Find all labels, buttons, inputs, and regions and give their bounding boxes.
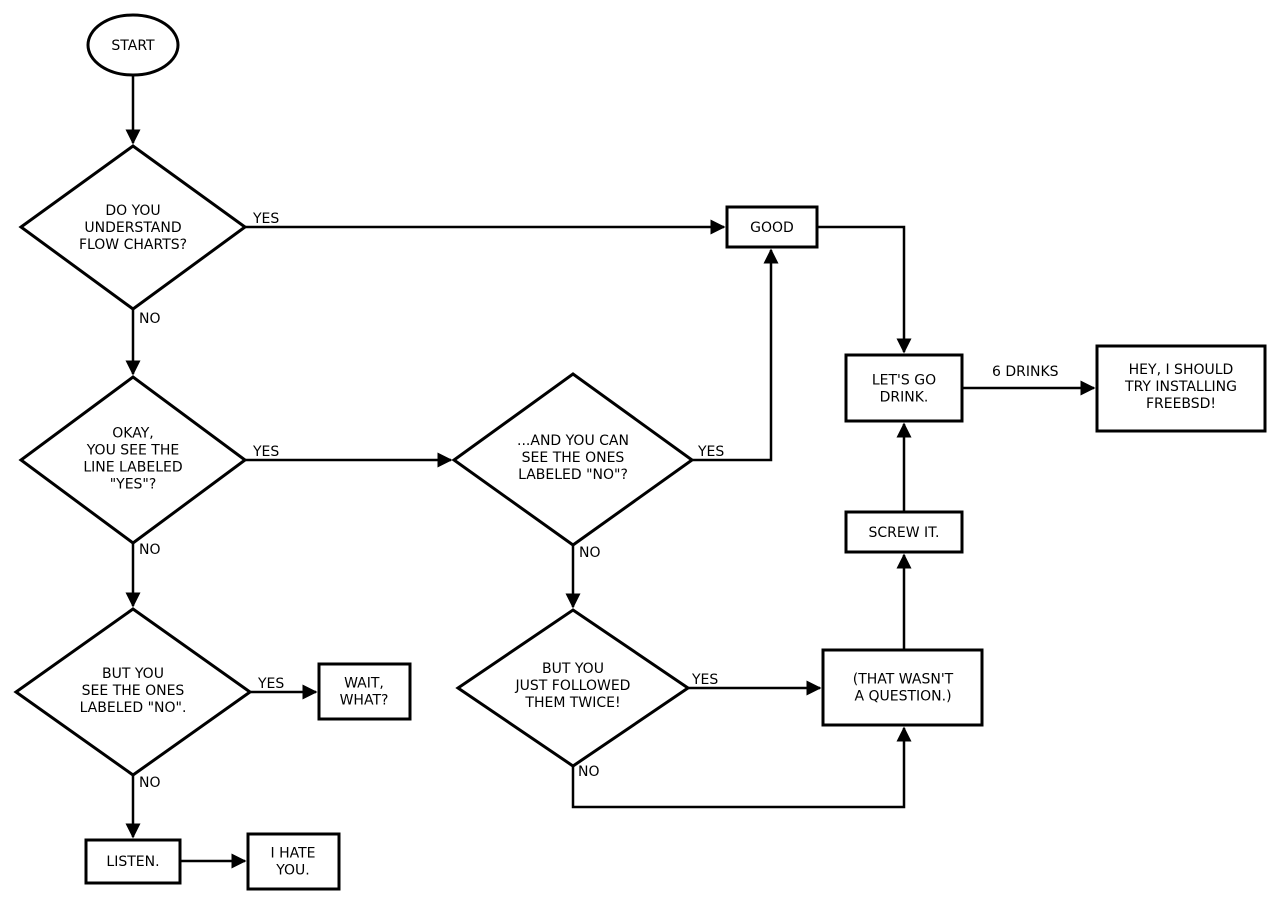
good-label: GOOD <box>750 220 794 236</box>
node-text-line: YOU SEE THE <box>86 443 179 459</box>
node-text-line: BUT YOU <box>542 661 604 677</box>
listen-label: LISTEN. <box>106 854 159 870</box>
node-text-line: TRY INSTALLING <box>1124 379 1237 395</box>
node-text-line: UNDERSTAND <box>84 220 181 236</box>
edge-label-yes: YES <box>252 444 279 460</box>
node-text-line: START <box>111 38 155 54</box>
node-text-line: JUST FOLLOWED <box>515 678 631 694</box>
node-text-line: ...AND YOU CAN <box>517 433 629 449</box>
drink-box <box>844 353 964 423</box>
node-text-line: FREEBSD! <box>1146 396 1216 412</box>
node-text-line: LINE LABELED <box>83 460 182 476</box>
node-text-line: DO YOU <box>105 203 160 219</box>
node-text-line: GOOD <box>750 220 794 236</box>
node-text-line: (THAT WASN'T <box>853 672 954 688</box>
node-text-line: SEE THE ONES <box>522 450 625 466</box>
edge-good-drink <box>817 225 912 354</box>
node-text-line: A QUESTION.) <box>854 689 951 705</box>
hate-box <box>246 832 341 891</box>
node-text-line: SEE THE ONES <box>82 683 185 699</box>
node-text-line: LET'S GO <box>872 373 936 389</box>
node-text-line: LABELED "NO". <box>80 700 187 716</box>
edge-label-yes: YES <box>257 676 284 692</box>
edge-label-yes: YES <box>697 444 724 460</box>
node-text-line: WHAT? <box>340 693 389 709</box>
edge-followed-notquestion-no <box>571 726 912 809</box>
screw-box <box>844 510 964 554</box>
node-text-line: LISTEN. <box>106 854 159 870</box>
wait-label: WAIT,WHAT? <box>340 676 389 709</box>
edge-label-drinks: 6 DRINKS <box>992 364 1059 380</box>
wait-box <box>317 662 412 721</box>
edge-label-yes: YES <box>252 211 279 227</box>
node-text-line: I HATE <box>271 846 316 862</box>
edge-label-no: NO <box>139 542 161 558</box>
node-text-line: WAIT, <box>344 676 384 692</box>
edge-label-no: NO <box>579 545 601 561</box>
edge-label-no: NO <box>139 775 161 791</box>
freebsd-box <box>1095 344 1267 433</box>
edge-label-no: NO <box>578 764 600 780</box>
node-text-line: SCREW IT. <box>869 525 940 541</box>
edge-label-no: NO <box>139 311 161 327</box>
node-text-line: DRINK. <box>880 390 929 406</box>
node-text-line: FLOW CHARTS? <box>79 237 187 253</box>
not-question-box <box>821 648 984 727</box>
edge-label-yes: YES <box>691 672 718 688</box>
node-text-line: BUT YOU <box>102 666 164 682</box>
node-text-line: OKAY, <box>112 426 153 442</box>
node-text-line: THEM TWICE! <box>524 695 620 711</box>
screw-label: SCREW IT. <box>869 525 940 541</box>
start-label: START <box>111 38 155 54</box>
node-text-line: LABELED "NO"? <box>518 467 628 483</box>
node-text-line: YOU. <box>275 863 310 879</box>
edge-seeno-good <box>692 248 779 462</box>
node-text-line: HEY, I SHOULD <box>1129 362 1234 378</box>
node-text-line: "YES"? <box>110 477 157 493</box>
